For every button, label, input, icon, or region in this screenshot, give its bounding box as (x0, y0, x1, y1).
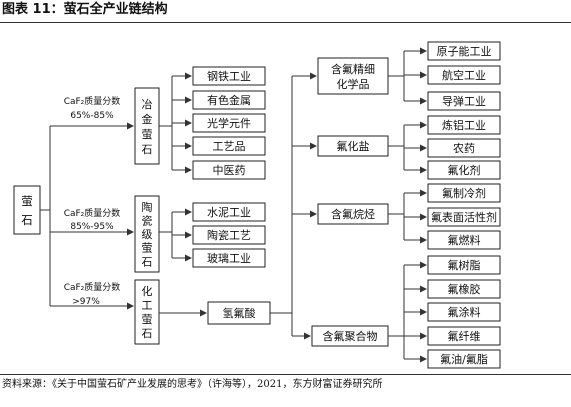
grade-name-char: 瓷 (142, 214, 153, 228)
product-label: 氟涂料 (448, 305, 481, 319)
family-label: 含氟精细 (331, 62, 375, 76)
product-box (427, 91, 501, 111)
use-box (192, 66, 266, 86)
grade-range-metallurgical: 65%-85% (70, 111, 114, 121)
acid-label: 氢氟酸 (223, 306, 256, 320)
grade-box-chemical (134, 279, 160, 345)
grade-box-ceramic (134, 195, 160, 273)
grade-name-char: 萤 (142, 242, 153, 255)
use-box (192, 136, 266, 156)
family-label: 含氟烷烃 (331, 207, 375, 221)
family-label: 氟化盐 (337, 139, 370, 153)
product-box (427, 207, 501, 227)
use-label: 水泥工业 (207, 206, 251, 219)
product-box (427, 160, 501, 180)
product-label: 氟制冷剂 (442, 186, 486, 200)
use-label: 有色金属 (207, 93, 251, 107)
grade-box-metallurgical (134, 87, 160, 165)
bottom-rule (0, 374, 571, 375)
top-rule (0, 22, 571, 23)
product-label: 农药 (453, 141, 475, 155)
family-label: 含氟聚合物 (323, 329, 378, 343)
product-box (427, 65, 501, 85)
product-box (427, 255, 501, 275)
use-label: 陶瓷工艺 (207, 228, 251, 242)
product-box (427, 349, 501, 369)
family-box (317, 57, 389, 95)
use-label: 工艺品 (213, 140, 246, 153)
product-box (427, 41, 501, 61)
product-box (427, 279, 501, 299)
grade-label-chemical: CaF₂质量分数 (64, 281, 121, 293)
use-box (192, 90, 266, 110)
use-label: 中医药 (213, 164, 246, 177)
grade-name-char: 级 (142, 228, 153, 241)
grade-name-char: 工 (142, 299, 153, 312)
grade-label-metallurgical: CaF₂质量分数 (64, 95, 121, 107)
product-label: 氟树脂 (448, 258, 481, 272)
grade-name-char: 陶 (142, 200, 153, 214)
family-label: 化学品 (337, 77, 370, 91)
product-label: 氟纤维 (448, 330, 481, 343)
use-box (192, 225, 266, 245)
root-node-label-line2: 石 (21, 213, 33, 227)
grade-name-char: 石 (142, 327, 153, 340)
grade-range-ceramic: 85%-95% (70, 222, 114, 232)
root-node-label-line1: 萤 (21, 194, 33, 208)
use-box (192, 248, 266, 268)
product-label: 氟油/氟脂 (440, 352, 488, 366)
product-label: 氟燃料 (448, 233, 481, 247)
product-box (427, 302, 501, 322)
grade-label-ceramic: CaF₂质量分数 (64, 207, 121, 219)
grade-name-char: 石 (142, 255, 153, 268)
grade-name-char: 化 (142, 284, 153, 298)
use-label: 玻璃工业 (207, 251, 251, 265)
product-box (427, 115, 501, 135)
product-label: 氟橡胶 (448, 282, 481, 296)
grade-name-char: 石 (142, 143, 153, 156)
product-box (427, 230, 501, 250)
grade-name-char: 萤 (142, 313, 153, 326)
product-label: 原子能工业 (437, 44, 492, 58)
product-box (427, 326, 501, 346)
use-box (192, 160, 266, 180)
product-label: 氟化剂 (448, 163, 481, 177)
product-label: 导弹工业 (442, 94, 486, 108)
product-box (427, 138, 501, 158)
grade-name-char: 萤 (142, 128, 153, 141)
use-box (192, 202, 266, 222)
product-label: 氟表面活性剂 (431, 210, 497, 224)
use-label: 光学元件 (207, 116, 251, 130)
product-box (427, 183, 501, 203)
grade-name-char: 金 (142, 112, 153, 126)
use-box (192, 113, 266, 133)
use-label: 钢铁工业 (207, 70, 251, 83)
product-label: 炼铝工业 (442, 118, 486, 132)
source-note: 资料来源：《关于中国萤石矿产业发展的思考》（许海等），2021，东方财富证券研究… (2, 379, 383, 390)
product-label: 航空工业 (442, 68, 486, 82)
grade-range-chemical: >97% (72, 297, 100, 307)
grade-name-char: 冶 (142, 97, 153, 111)
figure-title: 图表 11：萤石全产业链结构 (2, 2, 168, 17)
